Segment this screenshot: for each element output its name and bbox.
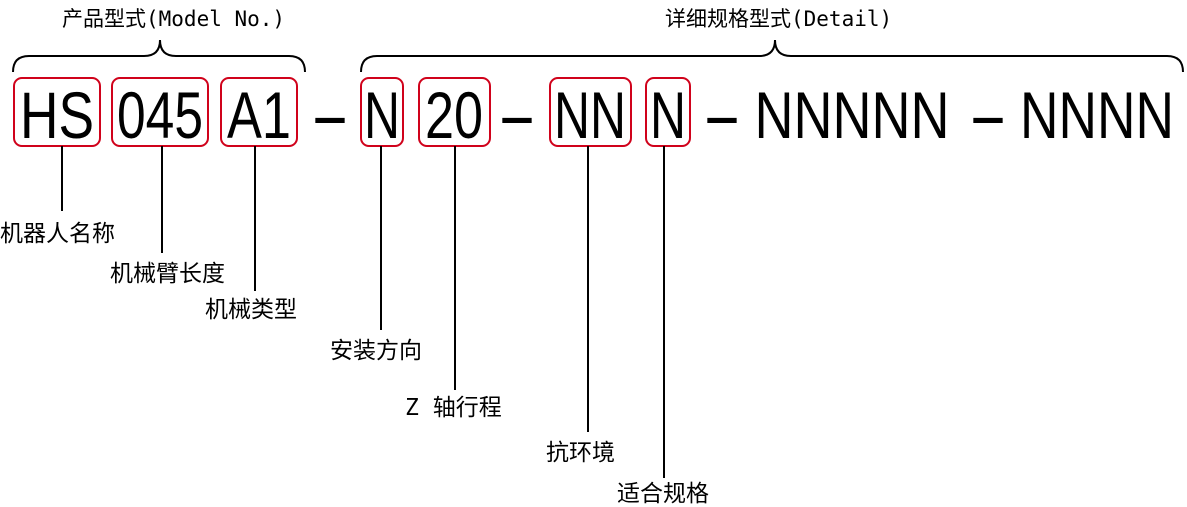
field-label-machine-type: 机械类型 [205,297,297,323]
code-box-specification [645,77,691,147]
model-brace [12,39,306,73]
code-segment-spec-n: N [650,78,686,152]
separator-dash: - [497,78,537,152]
code-segment-20: 20 [425,78,483,152]
code-segment-nnnn: NNNN [1020,78,1174,152]
code-segment-hs: HS [20,78,94,152]
code-box-environment [549,77,632,147]
code-segment-045: 045 [117,78,203,152]
detail-brace [360,39,1184,73]
field-label-environment: 抗环境 [546,440,615,466]
code-segment-mounting-n: N [364,78,400,152]
field-label-robot-name: 机器人名称 [0,221,115,247]
field-label-mounting: 安装方向 [330,338,422,364]
field-label-z-stroke: Z 轴行程 [405,395,502,421]
model-label: 产品型式(Model No.) [62,7,285,31]
code-box-machine-type [220,77,298,147]
code-box-arm-length [111,77,209,147]
separator-dash: - [968,78,1008,152]
field-label-specification: 适合规格 [617,481,709,507]
code-segment-nn: NN [554,78,626,152]
separator-dash: - [702,78,742,152]
code-segment-a1: A1 [227,78,291,152]
detail-label: 详细规格型式(Detail) [665,7,892,31]
code-segment-nnnnn: NNNNN [755,78,950,152]
code-box-robot-name [13,77,101,147]
field-label-arm-length: 机械臂长度 [110,261,225,287]
separator-dash: - [310,78,350,152]
